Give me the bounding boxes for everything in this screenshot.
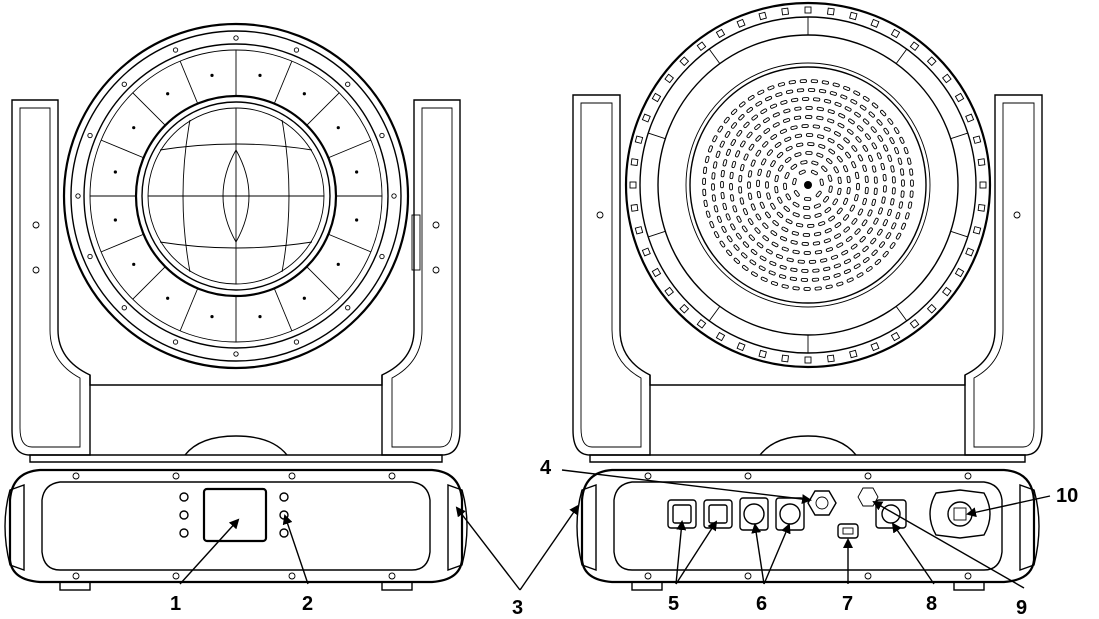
callout-10: 10 (1056, 485, 1078, 507)
fuse-holder (807, 490, 837, 516)
rear-view (572, 1, 1043, 591)
display-screen (202, 487, 268, 543)
callout-4: 4 (540, 457, 552, 479)
callout-3: 3 (512, 597, 523, 619)
menu-button (179, 492, 189, 502)
menu-button (279, 528, 289, 538)
menu-button (179, 510, 189, 520)
callout-labels: 1 2 3 4 5 6 7 8 9 10 (170, 457, 1078, 619)
callout-9: 9 (1016, 597, 1027, 619)
callout-leaders (179, 469, 1051, 591)
front-view (4, 22, 468, 591)
power-in-connector (929, 489, 991, 539)
callout-7: 7 (842, 593, 853, 615)
front-yoke (11, 99, 461, 463)
rear-base (576, 468, 1040, 591)
menu-button (279, 510, 289, 520)
ethernet-connector (703, 499, 733, 529)
callout-6: 6 (756, 593, 767, 615)
front-head (62, 22, 410, 370)
menu-button (279, 492, 289, 502)
callout-2: 2 (302, 593, 313, 615)
usb-port (837, 523, 859, 539)
power-out-connector (875, 499, 907, 529)
rear-yoke (572, 94, 1043, 463)
callout-8: 8 (926, 593, 937, 615)
menu-button (179, 528, 189, 538)
front-base (4, 468, 468, 591)
callout-1: 1 (170, 593, 181, 615)
callout-5: 5 (668, 593, 679, 615)
rear-head (624, 1, 992, 369)
